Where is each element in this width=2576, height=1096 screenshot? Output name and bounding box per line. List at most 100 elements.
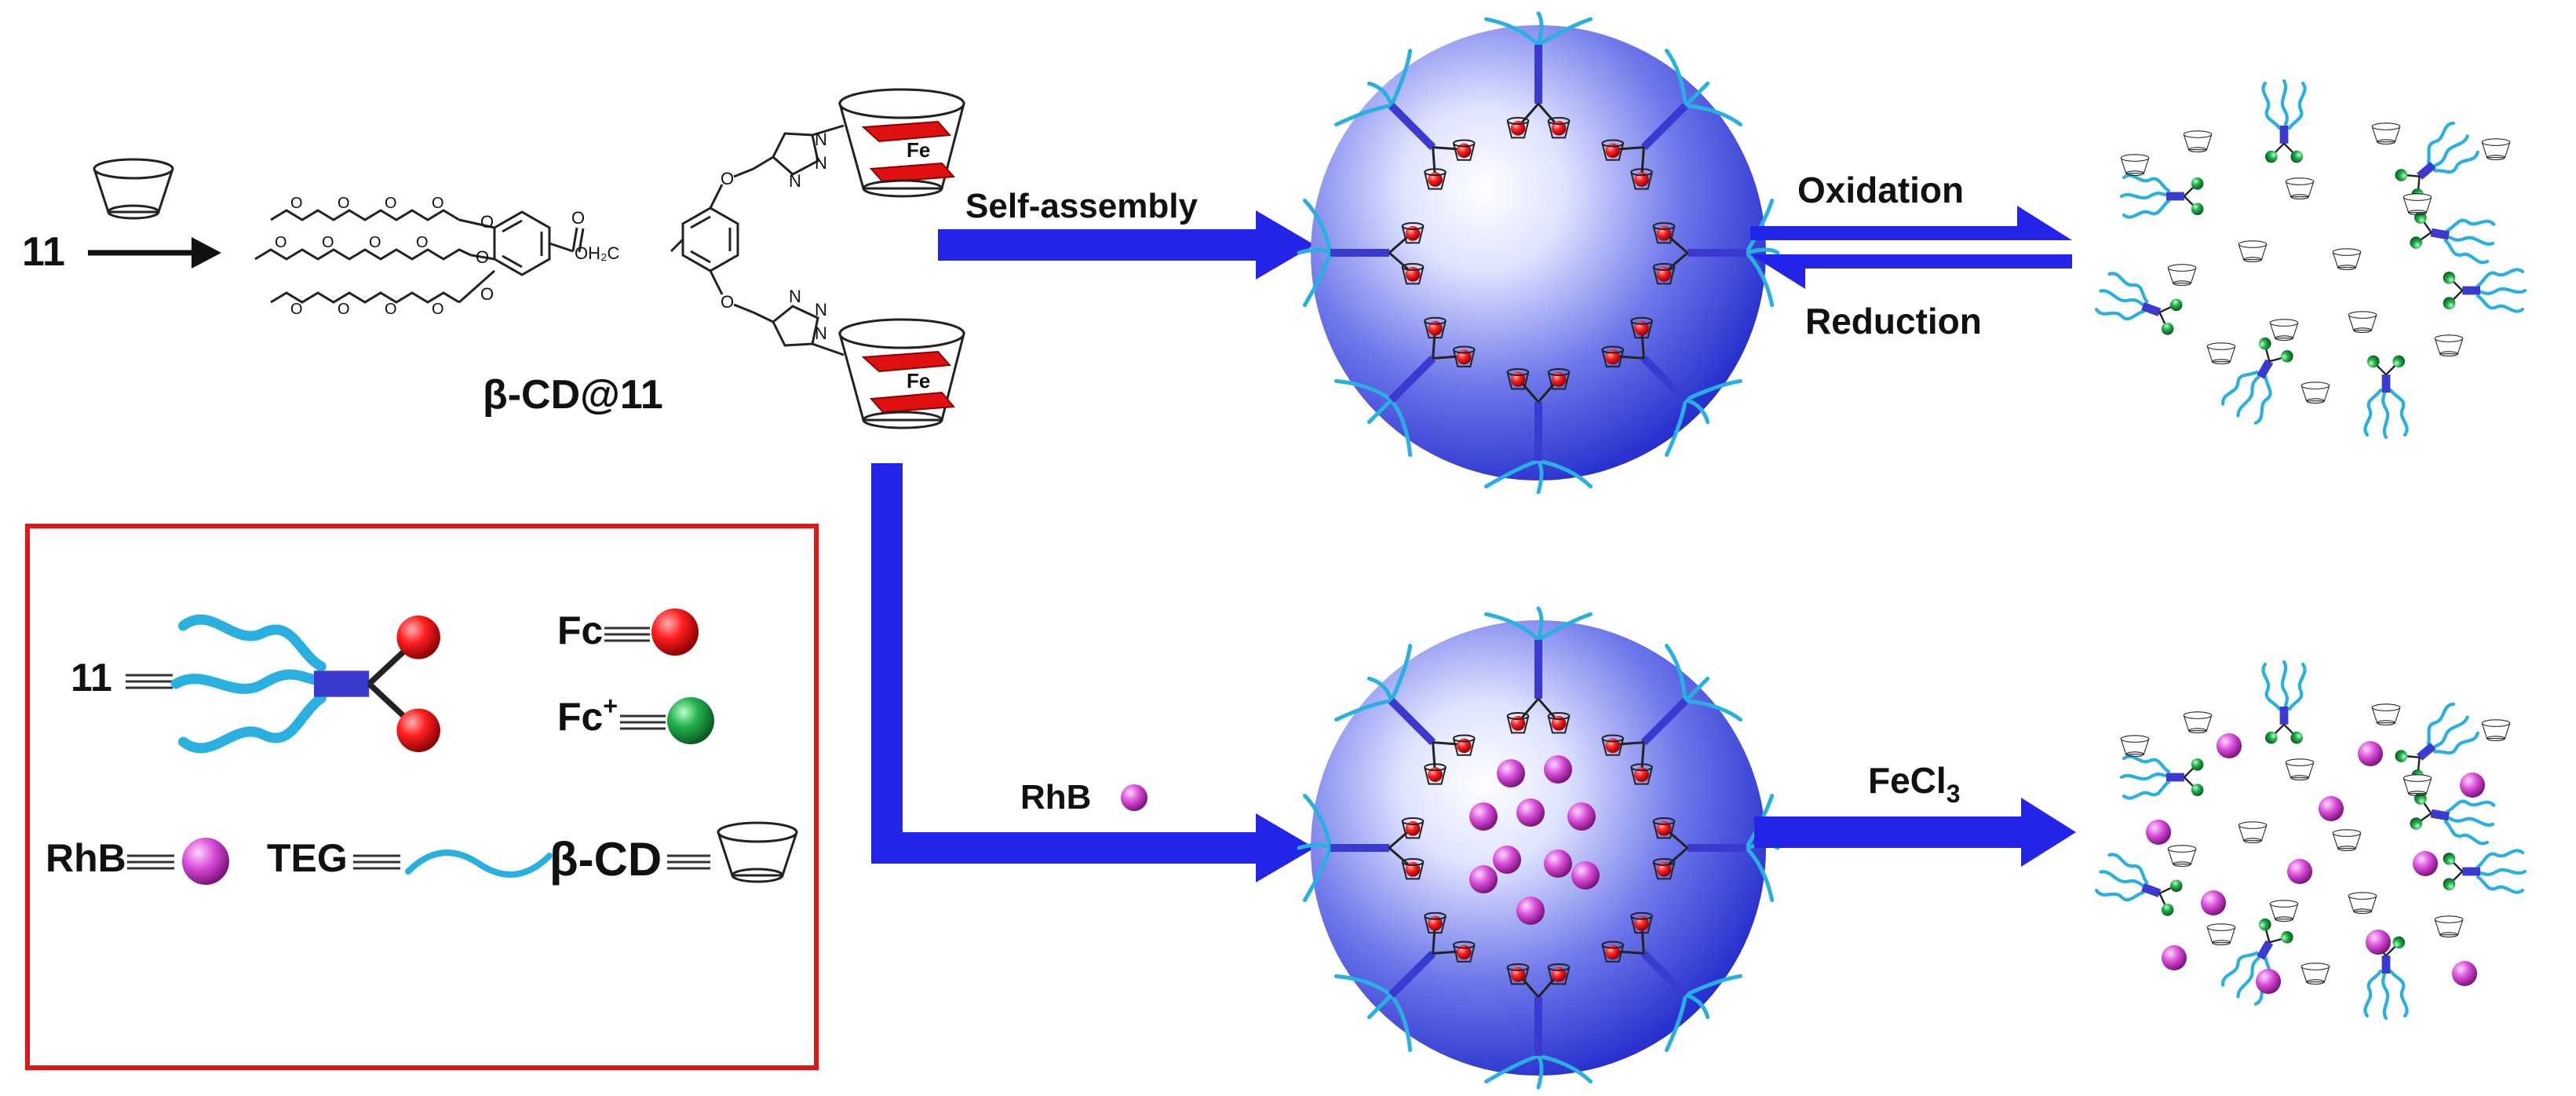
free-beta-cd-icon [2434, 334, 2464, 357]
fecl3-arrow [1754, 798, 2076, 867]
free-beta-cd-icon [2183, 711, 2213, 734]
aryl-o-2: O [476, 247, 489, 267]
ferrocene-cd-top [838, 88, 965, 198]
legend-teg-wave [405, 849, 553, 878]
free-molecule-11-oxidized [2365, 356, 2406, 437]
ester-carbonyl-o: O [571, 208, 585, 228]
released-rhb-dot [2162, 945, 2187, 970]
aryl-o-1: O [480, 212, 494, 232]
free-beta-cd-icon [2120, 735, 2150, 758]
micelle-teg-tail [1744, 198, 1775, 255]
legend-box: 11 Fc Fc+ RhB TEG β-CD [25, 524, 819, 1070]
micelle-teg-tail [1683, 992, 1710, 1020]
free-molecule-11-oxidized [2392, 701, 2481, 786]
oxidation-arrow [1750, 206, 2072, 240]
free-molecule-11-oxidized [2409, 790, 2497, 845]
triazole-n-2: N [815, 153, 827, 173]
released-rhb-dot [2287, 859, 2312, 884]
free-beta-cd-icon [2434, 915, 2464, 938]
released-rhb-dot [2217, 733, 2242, 758]
released-rhb-dot [2460, 773, 2485, 798]
free-beta-cd-icon [2120, 154, 2150, 177]
reduction-arrow [1750, 254, 2072, 289]
micelle-teg-tail [1744, 846, 1775, 903]
reactant-11-label: 11 [22, 229, 65, 275]
teg-o-label: O [338, 195, 350, 212]
micelle-teg-tail [1683, 397, 1710, 425]
legend-fcplus-green-ball [667, 697, 714, 744]
triazole-n-5: N [815, 300, 827, 320]
reduction-label: Reduction [1805, 301, 1982, 342]
micelle-rhb-dot [1497, 759, 1525, 787]
legend-equiv-fcplus [620, 714, 666, 730]
ether-o-upper: O [721, 169, 734, 188]
free-beta-cd-icon [2371, 122, 2401, 145]
free-beta-cd-icon [2301, 963, 2330, 985]
fecl3-label: FeCl3 [1868, 760, 1960, 808]
legend-teg-label: TEG [267, 836, 348, 880]
oxidation-label: Oxidation [1797, 170, 1964, 210]
micelle-top-decor [1297, 11, 1780, 495]
micelle-rhb-dot [1571, 861, 1600, 890]
triazole-n-3: N [789, 171, 801, 191]
triazole-n-1: N [815, 130, 827, 149]
micelle-teg-tail [1683, 676, 1710, 703]
ferrocene-cd-bottom [838, 318, 965, 429]
rhb-loading-arrow [871, 463, 1315, 882]
micelle-teg-tail [1483, 612, 1541, 642]
rhb-step-dot [1121, 784, 1148, 811]
beta-cd-over-arrow-icon [93, 158, 174, 220]
micelle-bottom-rhb-loaded [1297, 606, 1780, 1090]
micelle-teg-tail [1744, 247, 1780, 255]
released-rhb-dot [2452, 961, 2477, 986]
released-rhb-dot [2256, 969, 2281, 994]
ether-o-lower: O [721, 292, 734, 312]
micelle-teg-tail [1483, 1054, 1541, 1084]
free-molecule-11-oxidized [2093, 272, 2184, 339]
micelle-teg-tail [1536, 1054, 1593, 1084]
free-beta-cd-icon [2167, 264, 2197, 287]
micelle-rhb-dot [1516, 798, 1545, 827]
micelle-linker [1388, 103, 1436, 151]
micelle-teg-tail [1536, 16, 1593, 47]
micelle-teg-tail [1536, 458, 1593, 489]
free-molecule-11-oxidized [2093, 853, 2184, 920]
micelle-teg-tail [1536, 612, 1593, 642]
legend-equiv-teg [353, 854, 400, 870]
micelle-linker [1640, 355, 1688, 403]
free-beta-cd-icon [2183, 130, 2213, 153]
micelle-rhb-dot [1544, 755, 1572, 784]
free-beta-cd-icon [2285, 177, 2315, 200]
teg-o-label: O [275, 234, 287, 251]
released-rhb-dot [2146, 820, 2171, 845]
free-beta-cd-icon [2332, 829, 2362, 852]
micelle-teg-tail [1302, 793, 1333, 850]
free-beta-cd-icon [2301, 382, 2330, 404]
legend-equiv-bcd [667, 854, 710, 870]
free-beta-cd-icon [2348, 892, 2377, 915]
free-molecule-11-oxidized [2443, 269, 2525, 311]
legend-fc-red-ball [651, 608, 699, 656]
micelle-teg-tail [1536, 11, 1544, 47]
free-molecule-11-oxidized [2263, 81, 2304, 163]
teg-o-label: O [322, 234, 334, 251]
rhb-step-label: RhB [1020, 778, 1091, 817]
teg-o-label: O [385, 195, 397, 212]
micelle-teg-tail [1683, 104, 1743, 127]
micelle-teg-tail [1536, 606, 1544, 642]
teg-o-label: O [369, 234, 381, 251]
free-molecule-11-oxidized [2392, 120, 2481, 205]
micelle-rhb-dot [1516, 897, 1545, 925]
legend-rhb-label: RhB [46, 836, 126, 880]
micelle-teg-tail [1664, 643, 1688, 703]
free-beta-cd-icon [2269, 900, 2299, 922]
free-molecule-11-oxidized [2122, 175, 2203, 217]
free-beta-cd-icon [2269, 319, 2299, 342]
micelle-linker [1640, 698, 1688, 746]
legend-fc-label: Fc [557, 608, 603, 652]
teg-o-label: O [385, 301, 397, 318]
reactant-11-group: 11 [22, 158, 221, 275]
complex-label: β-CD@11 [483, 372, 663, 418]
